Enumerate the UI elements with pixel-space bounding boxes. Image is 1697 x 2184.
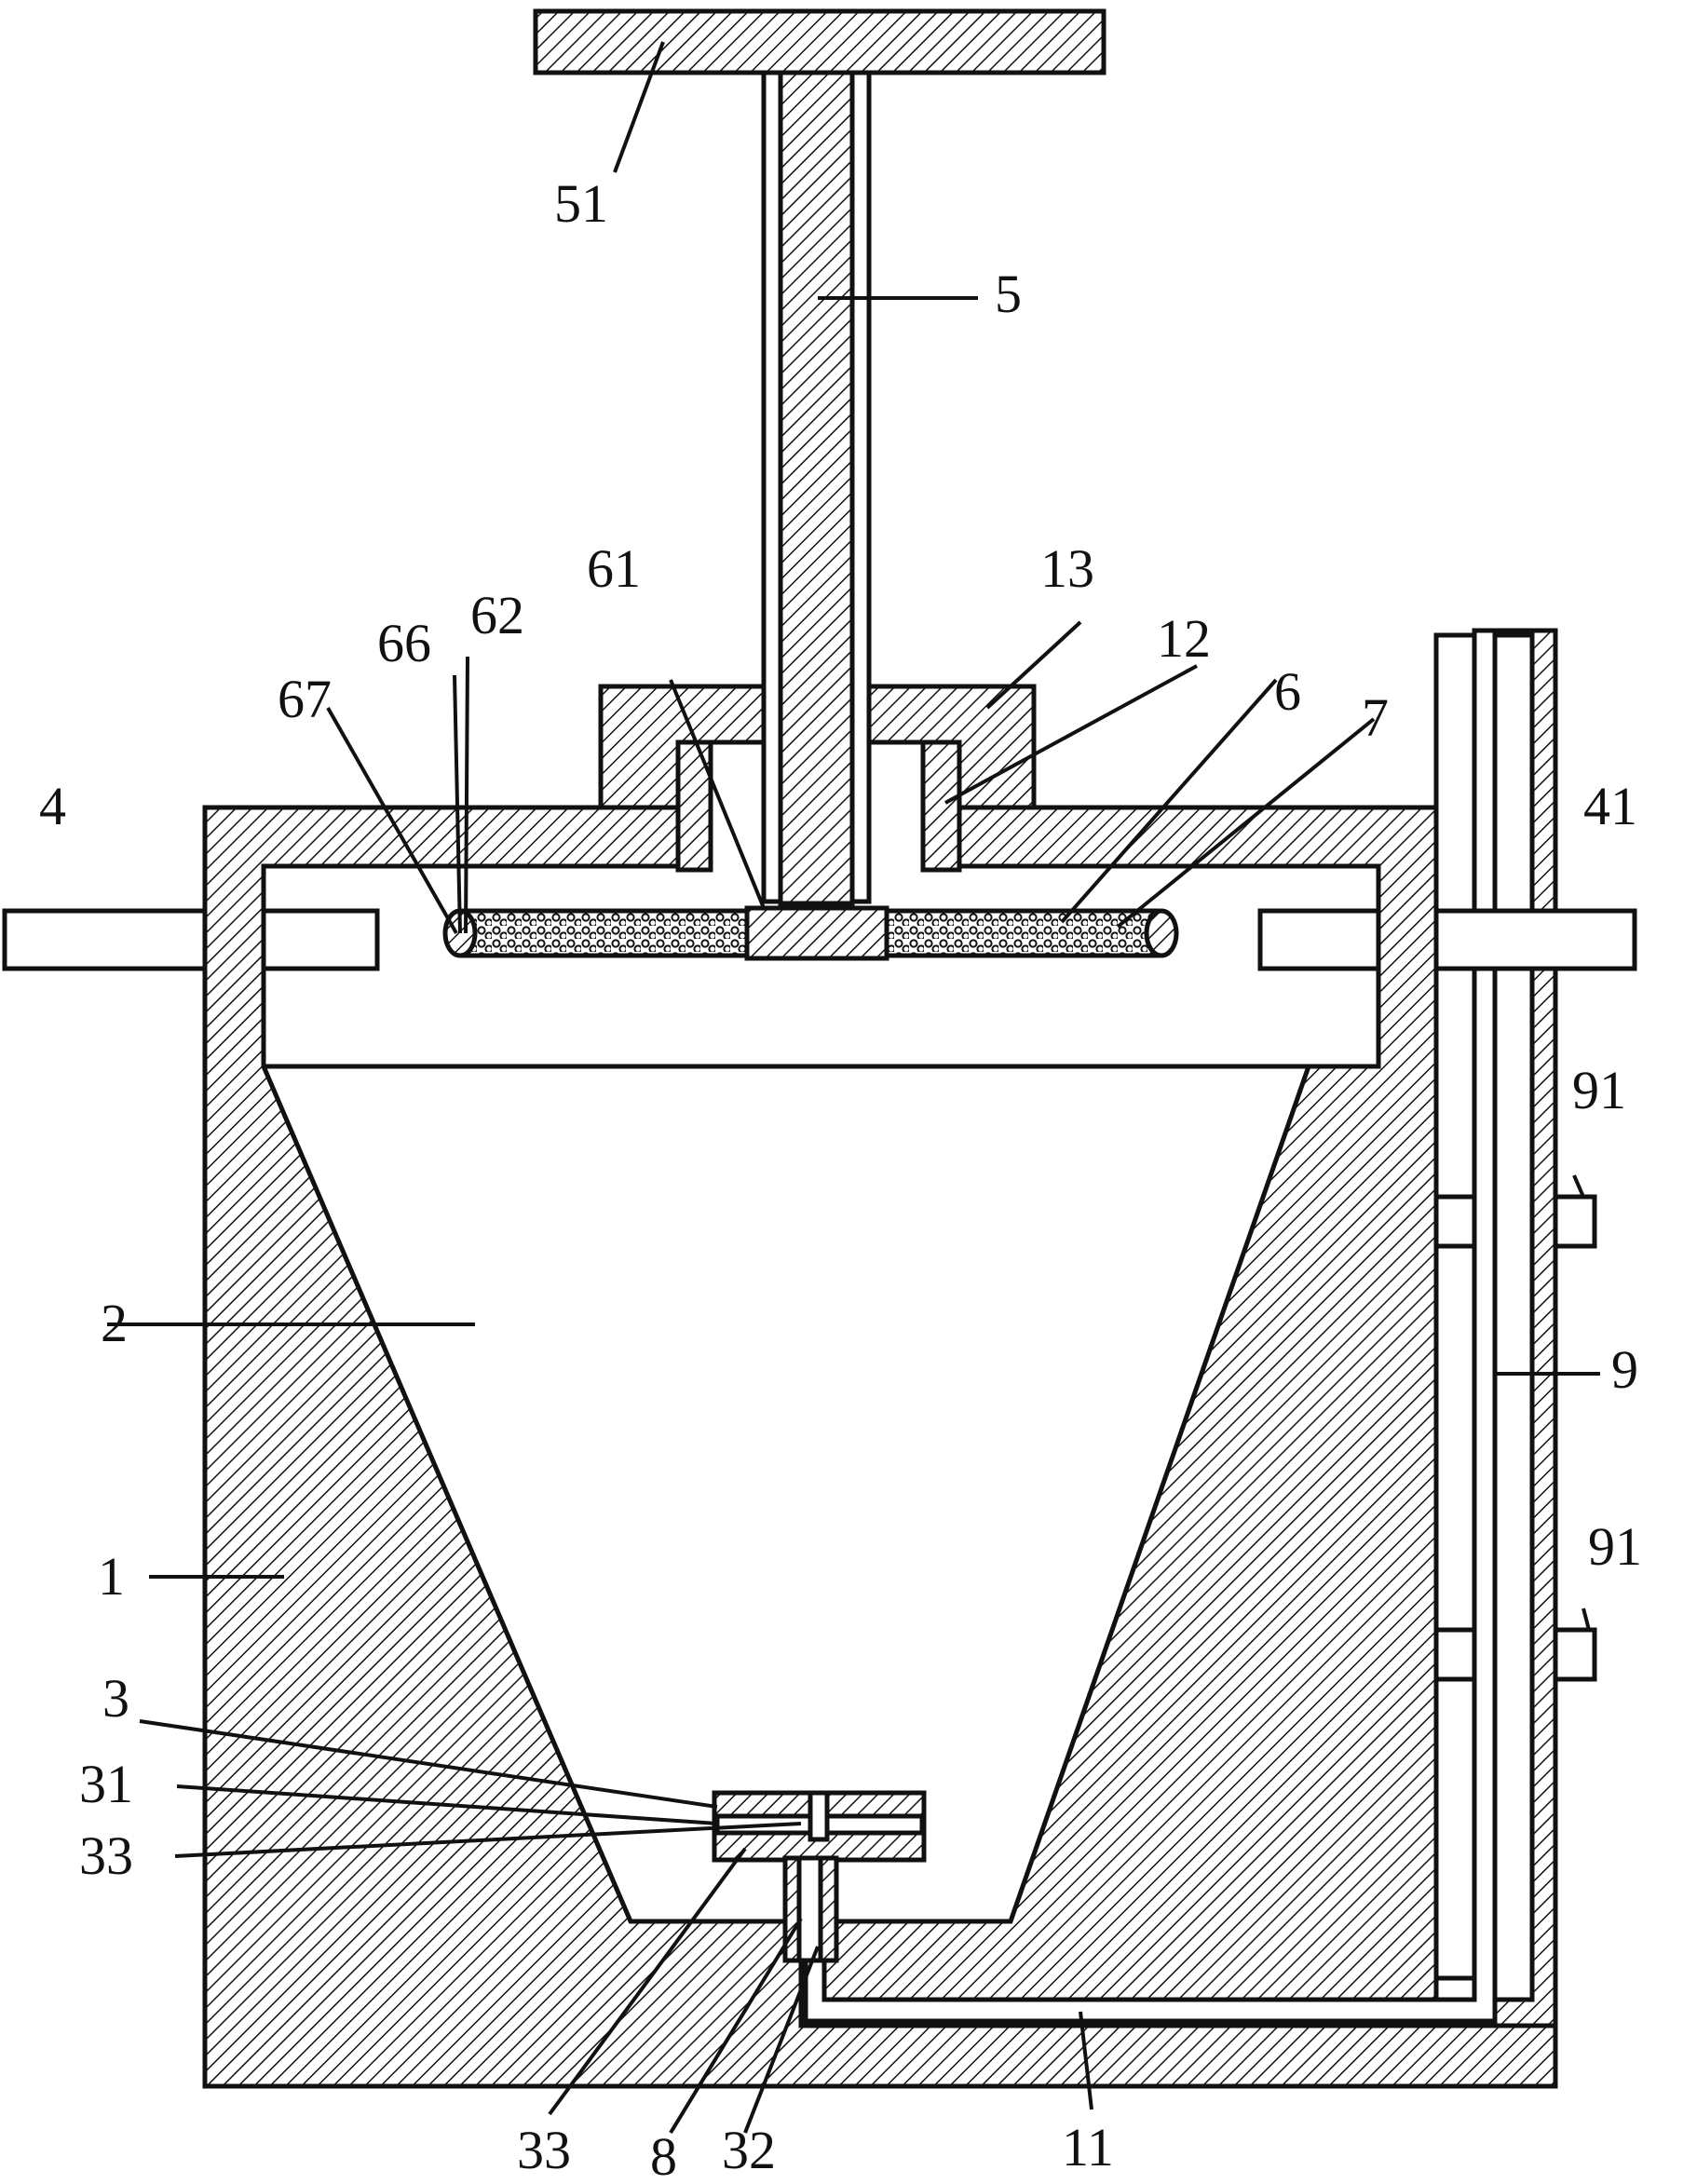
label-32: 32	[722, 2120, 776, 2180]
label-41: 41	[1583, 776, 1637, 836]
porous-disc-right	[884, 908, 1160, 958]
label-1: 1	[98, 1546, 125, 1607]
label-7: 7	[1362, 687, 1389, 748]
label-11: 11	[1062, 2117, 1114, 2177]
riser-tube	[1433, 632, 1477, 1981]
side-bar-left	[2, 908, 208, 971]
seal-ring-right	[1144, 908, 1179, 958]
label-8: 8	[650, 2126, 677, 2184]
bracket-upper	[1553, 1194, 1597, 1249]
bearing-inner-right	[920, 739, 962, 873]
label-13: 13	[1040, 538, 1094, 599]
bracket-upper-inner	[1433, 1194, 1477, 1249]
disc-hub	[744, 905, 889, 961]
label-12: 12	[1157, 608, 1211, 669]
valve-slot	[808, 1790, 830, 1842]
label-9: 9	[1611, 1339, 1638, 1400]
label-91-lower: 91	[1588, 1516, 1642, 1577]
label-2: 2	[101, 1293, 128, 1353]
bracket-lower-inner	[1433, 1627, 1477, 1682]
drain-bore	[796, 1855, 823, 1963]
label-91-upper: 91	[1572, 1060, 1626, 1120]
label-4: 4	[39, 776, 66, 836]
handle-plate	[533, 8, 1106, 75]
porous-disc-left	[460, 908, 750, 958]
label-6: 6	[1274, 661, 1301, 722]
label-67: 67	[278, 669, 332, 729]
label-51: 51	[554, 173, 608, 234]
tank-body	[202, 805, 1558, 2089]
label-5: 5	[995, 264, 1022, 324]
side-bar-right	[1433, 908, 1637, 971]
label-61: 61	[587, 538, 641, 599]
side-bar-left-inner	[261, 908, 380, 971]
side-bar-right-inner	[1257, 908, 1381, 971]
label-3: 3	[102, 1668, 129, 1729]
label-66: 66	[377, 613, 431, 673]
label-33-left: 33	[79, 1825, 133, 1886]
shaft	[778, 70, 855, 906]
label-33-bottom: 33	[517, 2120, 571, 2180]
bracket-lower	[1553, 1627, 1597, 1682]
label-62: 62	[470, 585, 524, 645]
label-31: 31	[79, 1754, 133, 1814]
leader-lines	[107, 41, 1600, 2135]
